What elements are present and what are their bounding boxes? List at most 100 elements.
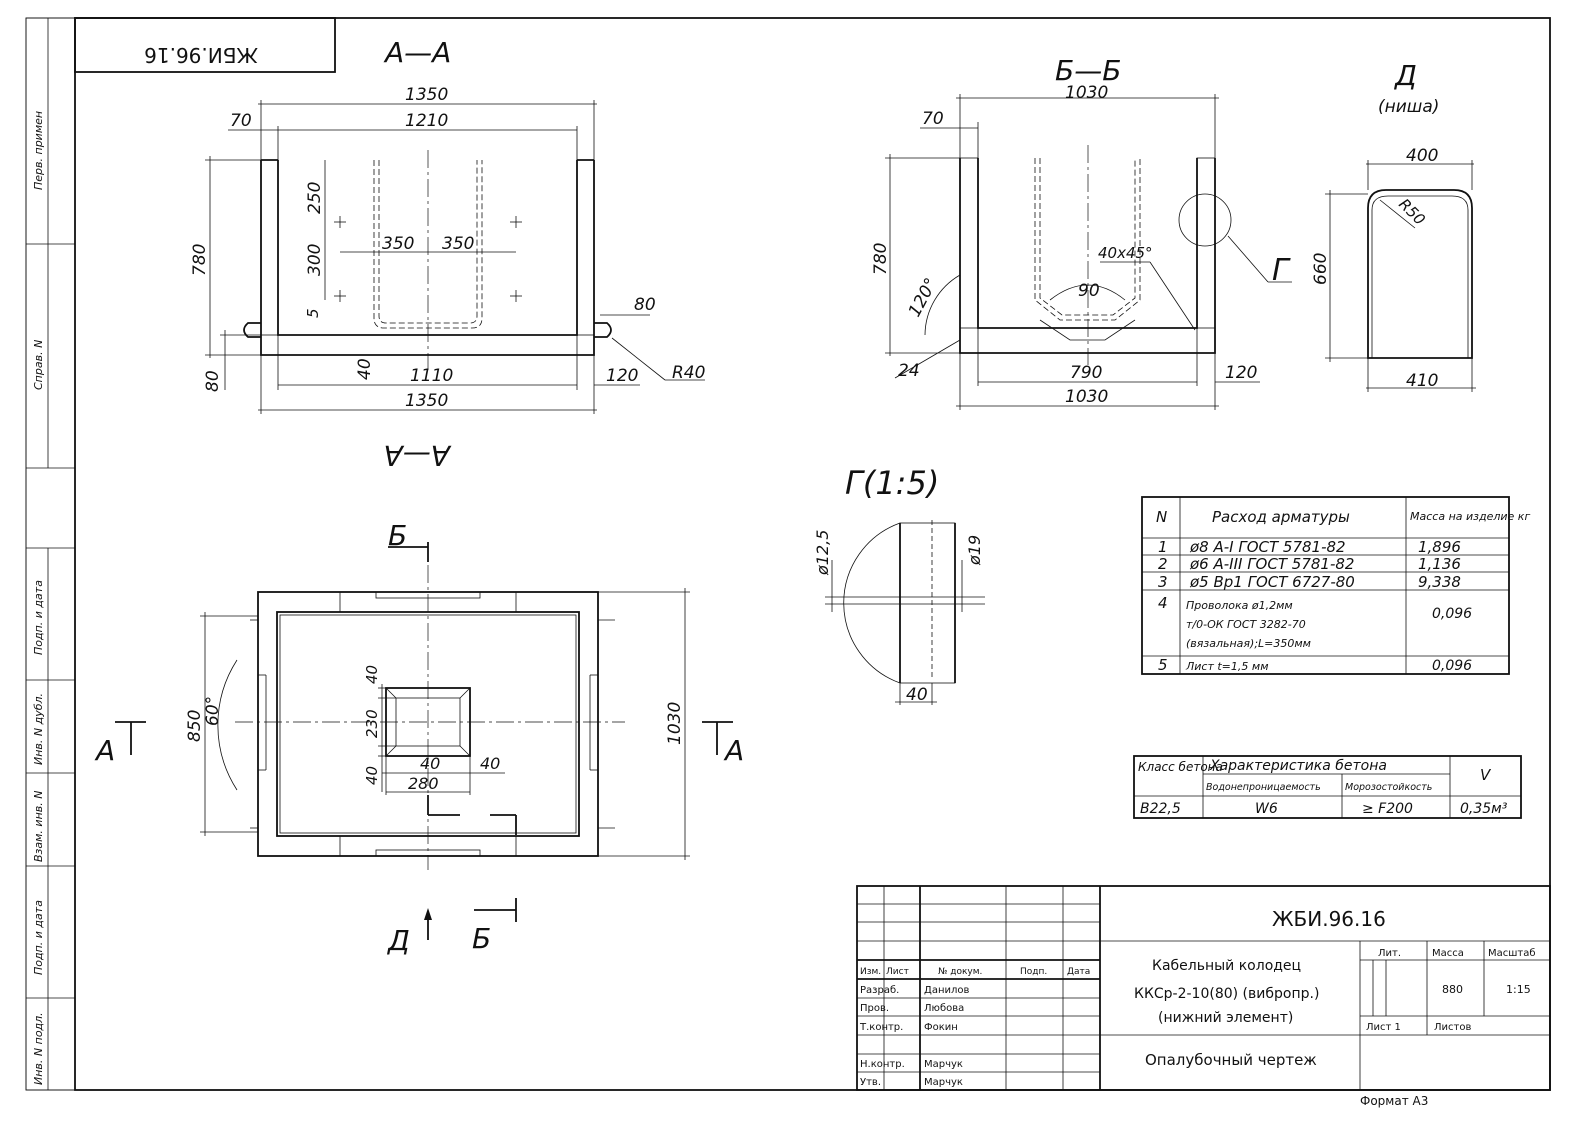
title-name-line1: Кабельный колодец [1152,958,1301,974]
rebar-row5-n: 5 [1158,656,1168,674]
signer-role-5: Н.контр. [860,1059,905,1070]
detail-g-hole: ø12,5 [813,530,832,576]
aa-dim-1210: 1210 [405,111,448,131]
rebar-row1-n: 1 [1158,538,1168,556]
detail-g: Г(1:5) ø12,5 ø19 40 [813,464,985,705]
bb-dim-90: 90 [1078,281,1100,301]
title-h-scale: Масштаб [1488,948,1536,959]
section-aa: А—А [190,36,705,472]
title-name-line3: (нижний элемент) [1158,1010,1293,1026]
title-drawing: Опалубочный чертеж [1145,1051,1317,1069]
concrete-h-class: Класс бетона [1138,760,1223,774]
bb-dim-1030-bottom: 1030 [1065,387,1108,407]
bb-dim-790: 790 [1070,363,1102,383]
rebar-row5-mass: 0,096 [1432,658,1472,674]
signer-name-2: Любова [924,1003,964,1014]
aa-dim-5: 5 [304,308,322,318]
concrete-frost: ≥ F200 [1362,801,1413,817]
bb-dim-24: 24 [898,361,920,381]
signer-name-3: Фокин [924,1022,958,1033]
title-code: ЖБИ.96.16 [1272,907,1386,931]
plan-dim-o-top: 40 [363,665,381,684]
plan-dim-o-width: 280 [408,774,439,793]
plan-dim-o-in: 40 [420,754,440,773]
aa-dim-1350-bottom: 1350 [405,391,448,411]
aa-dim-80-base: 80 [203,370,223,392]
concrete-volume: 0,35м³ [1460,801,1508,817]
rebar-row2-mass: 1,136 [1418,555,1461,573]
bb-dim-1030-top: 1030 [1065,83,1108,103]
title-h-lit: Лит. [1378,948,1401,959]
side-label-podp1: Подп. и дата [32,580,45,655]
title-scale: 1:15 [1506,983,1531,996]
bb-dim-chamfer: 40x45° [1098,244,1153,262]
plan-dim-o-out: 40 [480,754,500,773]
plan-cut-b-top: Б [388,519,407,552]
signer-role-2: Пров. [860,1003,889,1014]
title-col-data: Дата [1067,967,1090,977]
rebar-row3-desc: ø5 Вр1 ГОСТ 6727-80 [1189,573,1355,591]
plan-cut-a-right: А [723,734,744,767]
side-strip: Перв. примен Справ. N Подп. и дата Инв. … [25,17,76,1091]
title-mass: 880 [1442,983,1463,996]
view-d-dim-410: 410 [1406,371,1438,391]
plan-view: Б А А Д Б 60° 850 1030 40 230 40 40 40 2… [94,519,744,957]
bb-dim-120: 120 [1225,363,1257,383]
concrete-h-char: Характеристика бетона [1209,758,1387,774]
view-d-title: Д [1393,59,1417,92]
rebar-row3-mass: 9,338 [1418,573,1461,591]
aa-dim-350-left: 350 [382,234,414,254]
rebar-table: N Расход арматуры Масса на изделие кг 1 … [1141,496,1530,675]
view-d: Д (ниша) 400 R50 660 410 [1311,59,1476,392]
plan-dim-o-bot: 40 [363,766,381,785]
rebar-row2-desc: ø6 А-III ГОСТ 5781-82 [1189,555,1354,573]
section-aa-title-mirrored: А—А [384,439,452,472]
aa-dim-70: 70 [230,111,252,131]
title-sheet: Лист 1 [1366,1022,1401,1033]
concrete-h-water: Водонепроницаемость [1206,782,1321,793]
rebar-row4-line2: т/0-ОК ГОСТ 3282-70 [1186,618,1306,631]
section-aa-title: А—А [383,36,451,69]
aa-dim-80-ear: 80 [634,295,656,315]
side-label-inv-podl: Инв. N подл. [32,1012,45,1085]
signer-role-1: Разраб. [860,985,899,996]
rebar-row2-n: 2 [1158,555,1168,573]
rebar-row4-n: 4 [1158,594,1168,612]
signer-role-6: Утв. [860,1077,881,1088]
format-label: Формат А3 [1360,1094,1428,1108]
aa-dim-r40: R40 [672,363,705,383]
concrete-class: В22,5 [1140,801,1181,817]
signer-role-3: Т.контр. [859,1022,903,1033]
plan-cut-a-left: А [94,734,115,767]
title-col-list: Лист [886,967,909,977]
view-d-dim-400: 400 [1406,146,1438,166]
plan-cut-b-bottom: Б [472,922,491,955]
rebar-row1-mass: 1,896 [1418,538,1461,556]
title-h-mass: Масса [1432,948,1464,959]
side-label-vzam: Взам. инв. N [32,791,45,862]
concrete-table: Класс бетона Характеристика бетона Водон… [1133,755,1522,819]
signer-name-1: Данилов [924,985,969,996]
section-bb-title: Б—Б [1055,54,1121,87]
signer-name-5: Марчук [924,1059,963,1070]
title-col-podp: Подп. [1020,967,1047,977]
rebar-row5-desc: Лист t=1,5 мм [1185,660,1269,673]
detail-g-title: Г(1:5) [845,464,939,502]
aa-dim-40: 40 [355,358,375,380]
view-d-dim-r50: R50 [1395,195,1429,229]
title-block: ЖБИ.96.16 Кабельный колодец ККСр-2-10(80… [856,885,1551,1091]
rebar-row3-n: 3 [1158,573,1168,591]
plan-dim-1030: 1030 [665,702,685,745]
rebar-row4-line1: Проволока ø1,2мм [1186,599,1293,612]
view-d-dim-660: 660 [1311,253,1331,285]
title-col-doc: № докум. [938,967,982,977]
title-sheets: Листов [1434,1022,1471,1033]
aa-dim-1350-top: 1350 [405,85,448,105]
concrete-h-v: V [1480,766,1492,784]
side-label-perv: Перв. примен [32,111,45,190]
aa-dim-120: 120 [606,366,638,386]
concrete-h-frost: Морозостойкость [1345,782,1432,793]
view-d-subtitle: (ниша) [1378,97,1439,117]
aa-dim-1110: 1110 [410,366,453,386]
